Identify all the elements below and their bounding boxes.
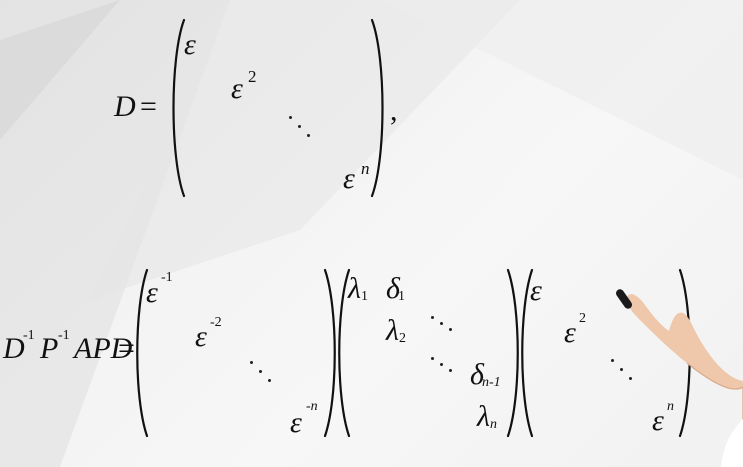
eq1-right-paren	[370, 18, 384, 198]
m2-lambda-n: λ	[477, 400, 490, 433]
m3-entry-n: ε	[652, 404, 664, 437]
eq1-entry-n: ε	[343, 162, 355, 195]
m1-diagonal-dots	[249, 360, 277, 388]
m3-entry-2-sup: 2	[579, 311, 586, 326]
m1-left-paren	[136, 268, 149, 438]
m1-entry-1: ε	[146, 276, 158, 309]
m2-lambda-2-sub: 2	[399, 331, 406, 346]
m2-lambda-1: λ	[348, 272, 361, 305]
eq2-equals: =	[118, 332, 135, 365]
eq1-entry-2: ε	[231, 72, 243, 105]
m3-entry-2: ε	[564, 316, 576, 349]
m3-entry-n-sup: n	[667, 399, 674, 414]
eq1-left-paren	[172, 18, 186, 198]
m3-entry-1: ε	[530, 274, 542, 307]
eq2-lhs-D-sup: -1	[23, 328, 35, 343]
eq1-trailing-comma: ,	[390, 94, 398, 127]
m2-right-paren	[506, 268, 519, 438]
m1-right-paren	[323, 268, 336, 438]
m2-lambda-2: λ	[386, 314, 399, 347]
m1-entry-2: ε	[195, 320, 207, 353]
eq1-diagonal-dots	[288, 115, 318, 145]
m1-entry-2-sup: -2	[210, 315, 222, 330]
m2-main-diagonal-dots	[430, 356, 458, 384]
m2-lambda-1-sub: 1	[361, 289, 368, 304]
m2-delta-n-1-sub: n-1	[482, 375, 501, 390]
m1-entry-n-sup: -n	[306, 399, 318, 414]
m2-lambda-n-sub: n	[490, 417, 497, 432]
m1-entry-n: ε	[290, 406, 302, 439]
presenter-hand-image	[615, 289, 743, 467]
m2-delta-n-1: δ	[470, 358, 484, 391]
eq2-lhs-D: D	[3, 332, 25, 365]
m3-left-paren	[521, 268, 534, 438]
m2-delta-1-sub: 1	[398, 289, 405, 304]
m2-delta-1: δ	[386, 272, 400, 305]
eq2-lhs-P: P	[40, 332, 59, 365]
eq1-entry-2-sup: 2	[248, 67, 257, 86]
m1-entry-1-sup: -1	[161, 270, 173, 285]
m3-diagonal-dots	[610, 358, 638, 386]
eq1-entry-1: ε	[184, 28, 196, 61]
eq1-lhs-D: D	[114, 90, 136, 123]
eq2-lhs-APD: APD	[74, 332, 133, 365]
eq1-entry-n-sup: n	[361, 159, 370, 178]
eq1-equals: =	[140, 90, 157, 123]
m2-left-paren	[338, 268, 351, 438]
m2-upper-diagonal-dots	[430, 315, 458, 343]
eq2-lhs-P-sup: -1	[58, 328, 70, 343]
